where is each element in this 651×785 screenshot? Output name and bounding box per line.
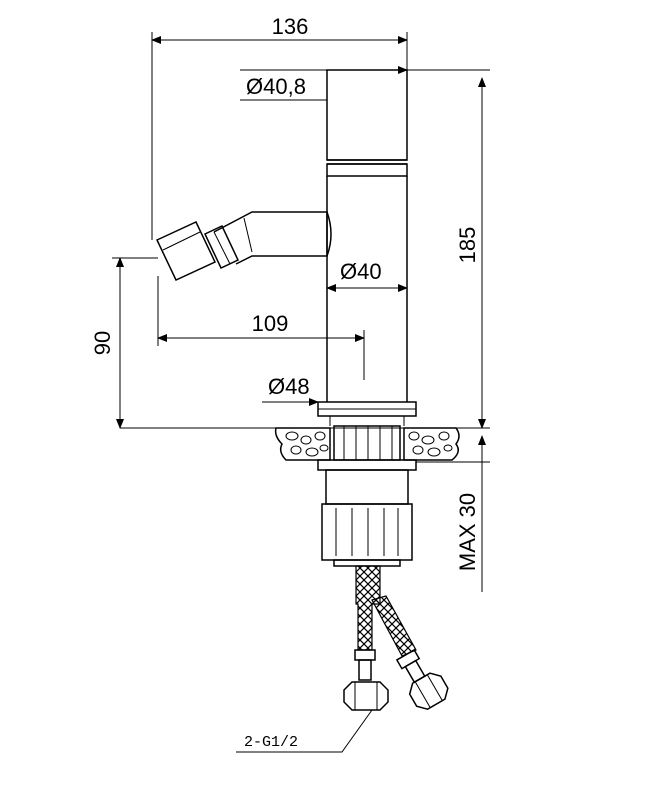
hose-right [371,595,417,657]
dimension-labels: 136 Ø40,8 Ø40 Ø48 109 90 185 MAX 30 2-G1… [90,14,480,751]
dim-body-diameter: Ø40 [340,259,382,284]
hex-nut-left [343,681,389,711]
lower-shank [325,469,409,505]
under-deck-assembly [321,469,413,567]
spout [155,211,332,281]
faucet-body [317,69,417,426]
dim-spout-height: 90 [90,331,115,355]
spout-arm [213,211,328,265]
dim-max-deck-thickness: MAX 30 [455,493,480,571]
dim-overall-height: 185 [455,227,480,264]
dimension-lines [112,32,490,753]
countertop-section [120,425,490,471]
deck-section-right [403,427,460,461]
dim-base-diameter: Ø48 [268,374,310,399]
deck-section-left [274,427,331,461]
spout-nozzle [155,221,217,281]
flex-hoses [343,565,449,711]
dim-spout-diameter: Ø40,8 [246,74,306,99]
handle-collar [326,163,408,177]
hex-nut-right [408,672,449,710]
hose-callout-leader [236,709,373,753]
spout-aerator [204,225,239,269]
dim-overall-width: 136 [272,14,309,39]
mounting-washer [317,459,417,471]
dim-spout-reach: 109 [252,311,289,336]
callout-hose-connection: 2-G1/2 [244,734,298,751]
handle-cap [326,69,408,161]
